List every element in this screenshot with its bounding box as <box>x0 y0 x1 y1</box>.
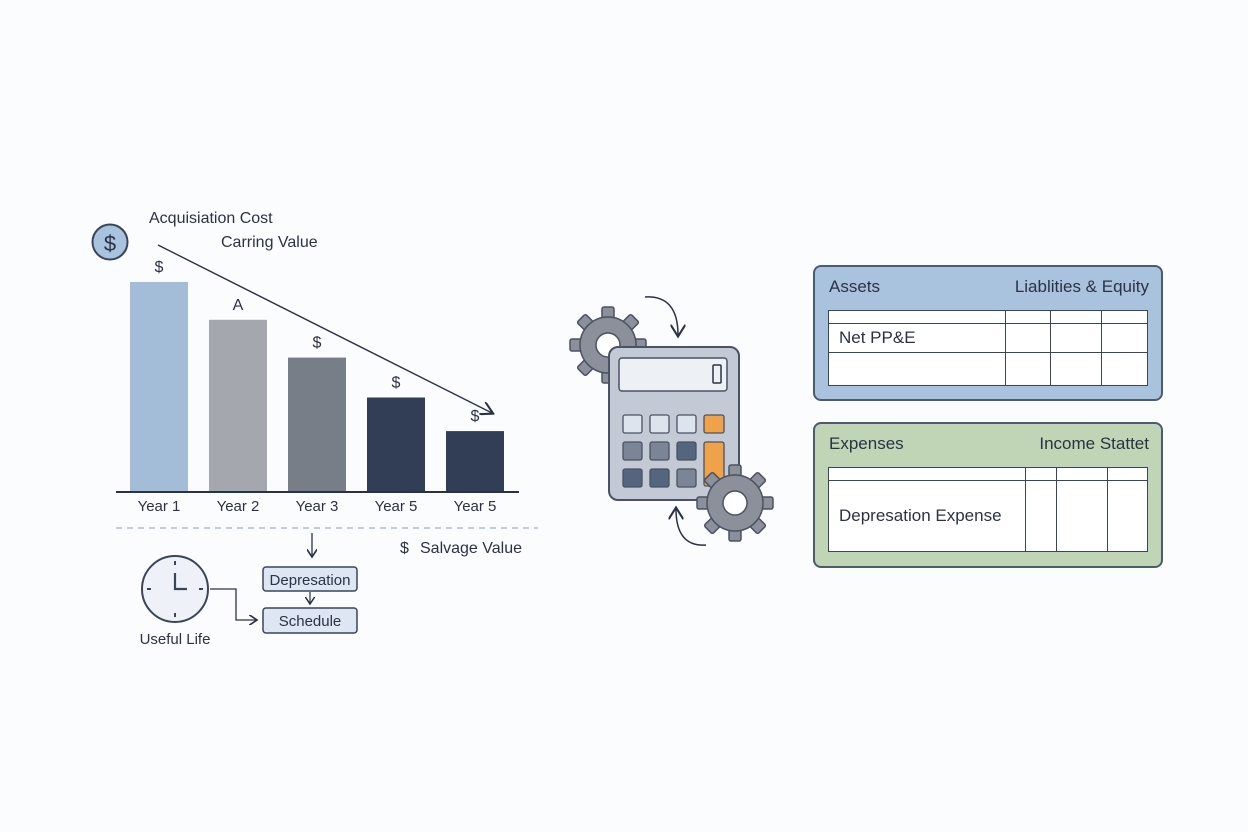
useful-life-label: Useful Life <box>140 631 211 648</box>
bar-3 <box>288 357 346 492</box>
balance-sheet-header: Assets Liablities & Equity <box>829 277 1149 297</box>
income-statement-header: Expenses Income Stattet <box>829 434 1149 454</box>
expenses-title: Expenses <box>829 434 904 453</box>
liabilities-equity-title: Liablities & Equity <box>1014 277 1149 296</box>
calculator-icon <box>608 346 740 501</box>
schedule-box <box>262 607 358 634</box>
clock-to-schedule-arrow <box>210 588 257 620</box>
coin-symbol: $ <box>104 231 116 256</box>
bar-label-1: $ <box>155 259 164 276</box>
x-tick-label-1: Year 1 <box>138 498 181 515</box>
assets-title: Assets <box>829 277 881 296</box>
bottom-cycle-arrow <box>676 509 707 546</box>
top-cycle-arrow <box>644 296 678 335</box>
salvage-value-label: Salvage Value <box>420 540 522 557</box>
x-tick-label-3: Year 3 <box>296 498 339 515</box>
carrying-value-label: Carring Value <box>221 234 318 251</box>
income-statement-card: Expenses Income Stattet Depresation Expe… <box>813 422 1163 568</box>
x-tick-label-5: Year 5 <box>454 498 497 515</box>
income-statement-title: Income Stattet <box>1039 434 1149 453</box>
depreciation-chart: $ Acquisiation Cost Carring Value $ Year … <box>91 210 538 648</box>
schedule-box-label: Schedule <box>279 613 342 630</box>
x-tick-label-2: Year 2 <box>217 498 260 515</box>
balance-sheet-card: Assets Liablities & Equity Net PP&E <box>813 265 1163 401</box>
bar-label-2: A <box>233 297 244 314</box>
dollar-coin-icon: $ <box>91 223 129 261</box>
salvage-symbol: $ <box>400 540 409 557</box>
depreciation-box <box>262 566 358 592</box>
balance-sheet-table: Net PP&E <box>828 310 1148 386</box>
bar-2 <box>209 319 267 492</box>
carrying-value-arrow <box>157 244 492 413</box>
depreciation-expense-label: Depresation Expense <box>828 480 1026 552</box>
acquisition-cost-label: Acquisiation Cost <box>149 210 273 227</box>
bar-label-3: $ <box>313 335 322 352</box>
calculator-gears-illustration <box>569 296 774 546</box>
income-statement-table: Depresation Expense <box>828 467 1148 552</box>
x-tick-label-4: Year 5 <box>375 498 418 515</box>
bar-5 <box>446 431 504 492</box>
gear-icon-bottom <box>696 464 774 542</box>
bar-label-5: $ <box>471 408 480 425</box>
bars-group: $ Year 1 A Year 2 $ Year 3 $ Year 5 $ Year 5 <box>130 259 504 515</box>
net-ppe-label: Net PP&E <box>828 323 1006 353</box>
depreciation-box-label: Depresation <box>270 572 351 589</box>
bar-label-4: $ <box>392 375 401 392</box>
bar-1 <box>130 282 188 492</box>
bar-4 <box>367 397 425 492</box>
clock-icon <box>141 555 209 623</box>
